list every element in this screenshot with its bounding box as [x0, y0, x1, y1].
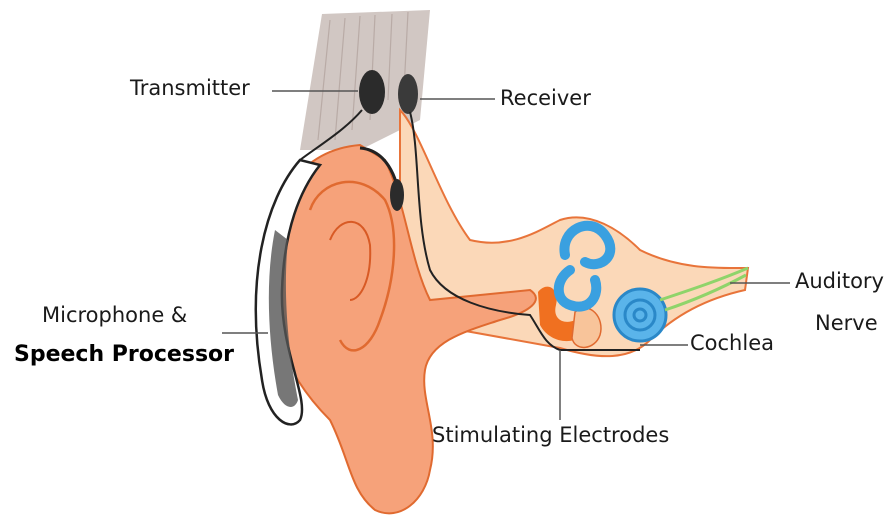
middle-ear-structure	[572, 308, 601, 347]
cochlea-spiral	[614, 289, 666, 341]
transmitter-coil	[359, 70, 385, 114]
label-receiver: Receiver	[500, 86, 591, 110]
label-stimulating-electrodes: Stimulating Electrodes	[432, 423, 669, 447]
label-auditory-nerve-line1: Auditory	[795, 269, 884, 293]
label-cochlea: Cochlea	[690, 331, 774, 355]
label-speech-processor: Speech Processor	[14, 342, 234, 367]
label-auditory-nerve-line2: Nerve	[815, 311, 878, 335]
ear-hook-tip	[390, 179, 404, 211]
label-transmitter: Transmitter	[130, 76, 250, 100]
receiver-device	[398, 74, 418, 114]
label-microphone: Microphone &	[42, 303, 187, 327]
